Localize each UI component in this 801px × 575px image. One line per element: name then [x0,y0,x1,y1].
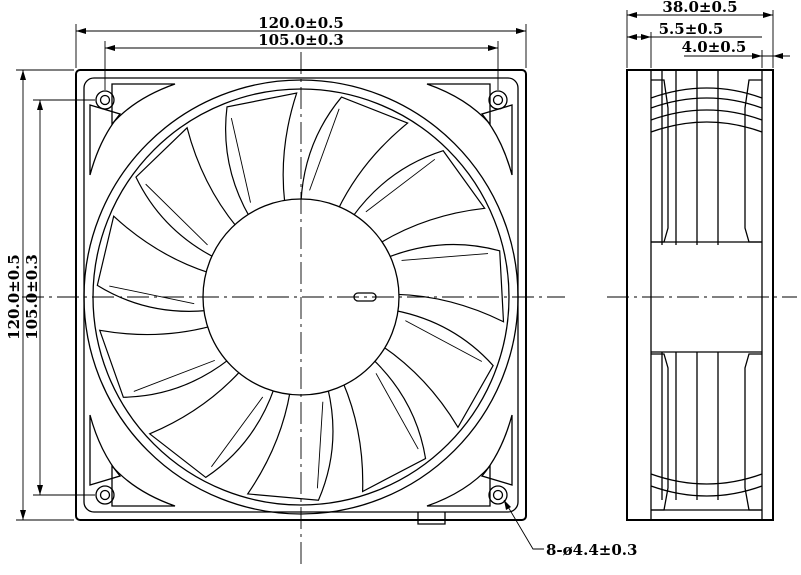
side-body-outline [626,69,774,521]
fan-blade [386,243,505,323]
fan-blade [351,150,486,245]
fan-blade [96,215,210,312]
dim-hole-spacing-width: 105.0±0.3 [258,31,344,49]
impeller-blades [96,92,505,501]
dim-mount-holes: 8-ø4.4±0.3 [546,541,637,559]
fan-blade [225,92,298,218]
front-dimensions: 120.0±0.5 105.0±0.3 120.0±0.5 105.0±0.3 … [5,14,637,559]
fan-blade [148,369,275,479]
fan-blade-edge [309,108,340,191]
side-upper-window [650,69,763,245]
front-view [22,52,565,568]
dim-depth: 38.0±0.5 [662,0,737,16]
fan-blade-edge [405,320,483,362]
dim-overall-width: 120.0±0.5 [258,14,344,32]
fan-blade-edge [133,359,215,392]
dim-flange: 5.5±0.5 [659,20,724,38]
fan-blade [98,325,230,398]
fan-blade [381,309,494,429]
side-lower-window [650,351,763,511]
mount-hole-top-right [488,90,508,110]
fan-blade [342,358,427,493]
mount-hole-bottom-left [95,485,115,505]
side-view [607,69,797,521]
fan-blade-edge [316,401,324,489]
fan-blade-edge [145,183,208,246]
corner-pockets [89,83,513,507]
fan-blade-edge [109,285,195,305]
fan-blade [246,387,334,501]
side-dimensions: 38.0±0.5 5.5±0.5 4.0±0.5 [626,0,790,68]
fan-blade [300,96,409,211]
mount-hole-bottom-right [488,485,508,505]
dim-rib: 4.0±0.5 [682,38,747,56]
fan-blade-edge [365,158,436,213]
fan-blade-edge [401,253,489,261]
dim-hole-spacing-height: 105.0±0.3 [23,254,41,340]
fan-blade-edge [375,373,419,450]
mount-holes [95,90,508,505]
fan-blade-edge [211,396,264,468]
dim-overall-height: 120.0±0.5 [5,254,23,340]
cable-notch [417,512,446,525]
mount-hole-top-left [95,90,115,110]
fan-blade-edge [230,117,251,203]
fan-blade [135,126,238,259]
